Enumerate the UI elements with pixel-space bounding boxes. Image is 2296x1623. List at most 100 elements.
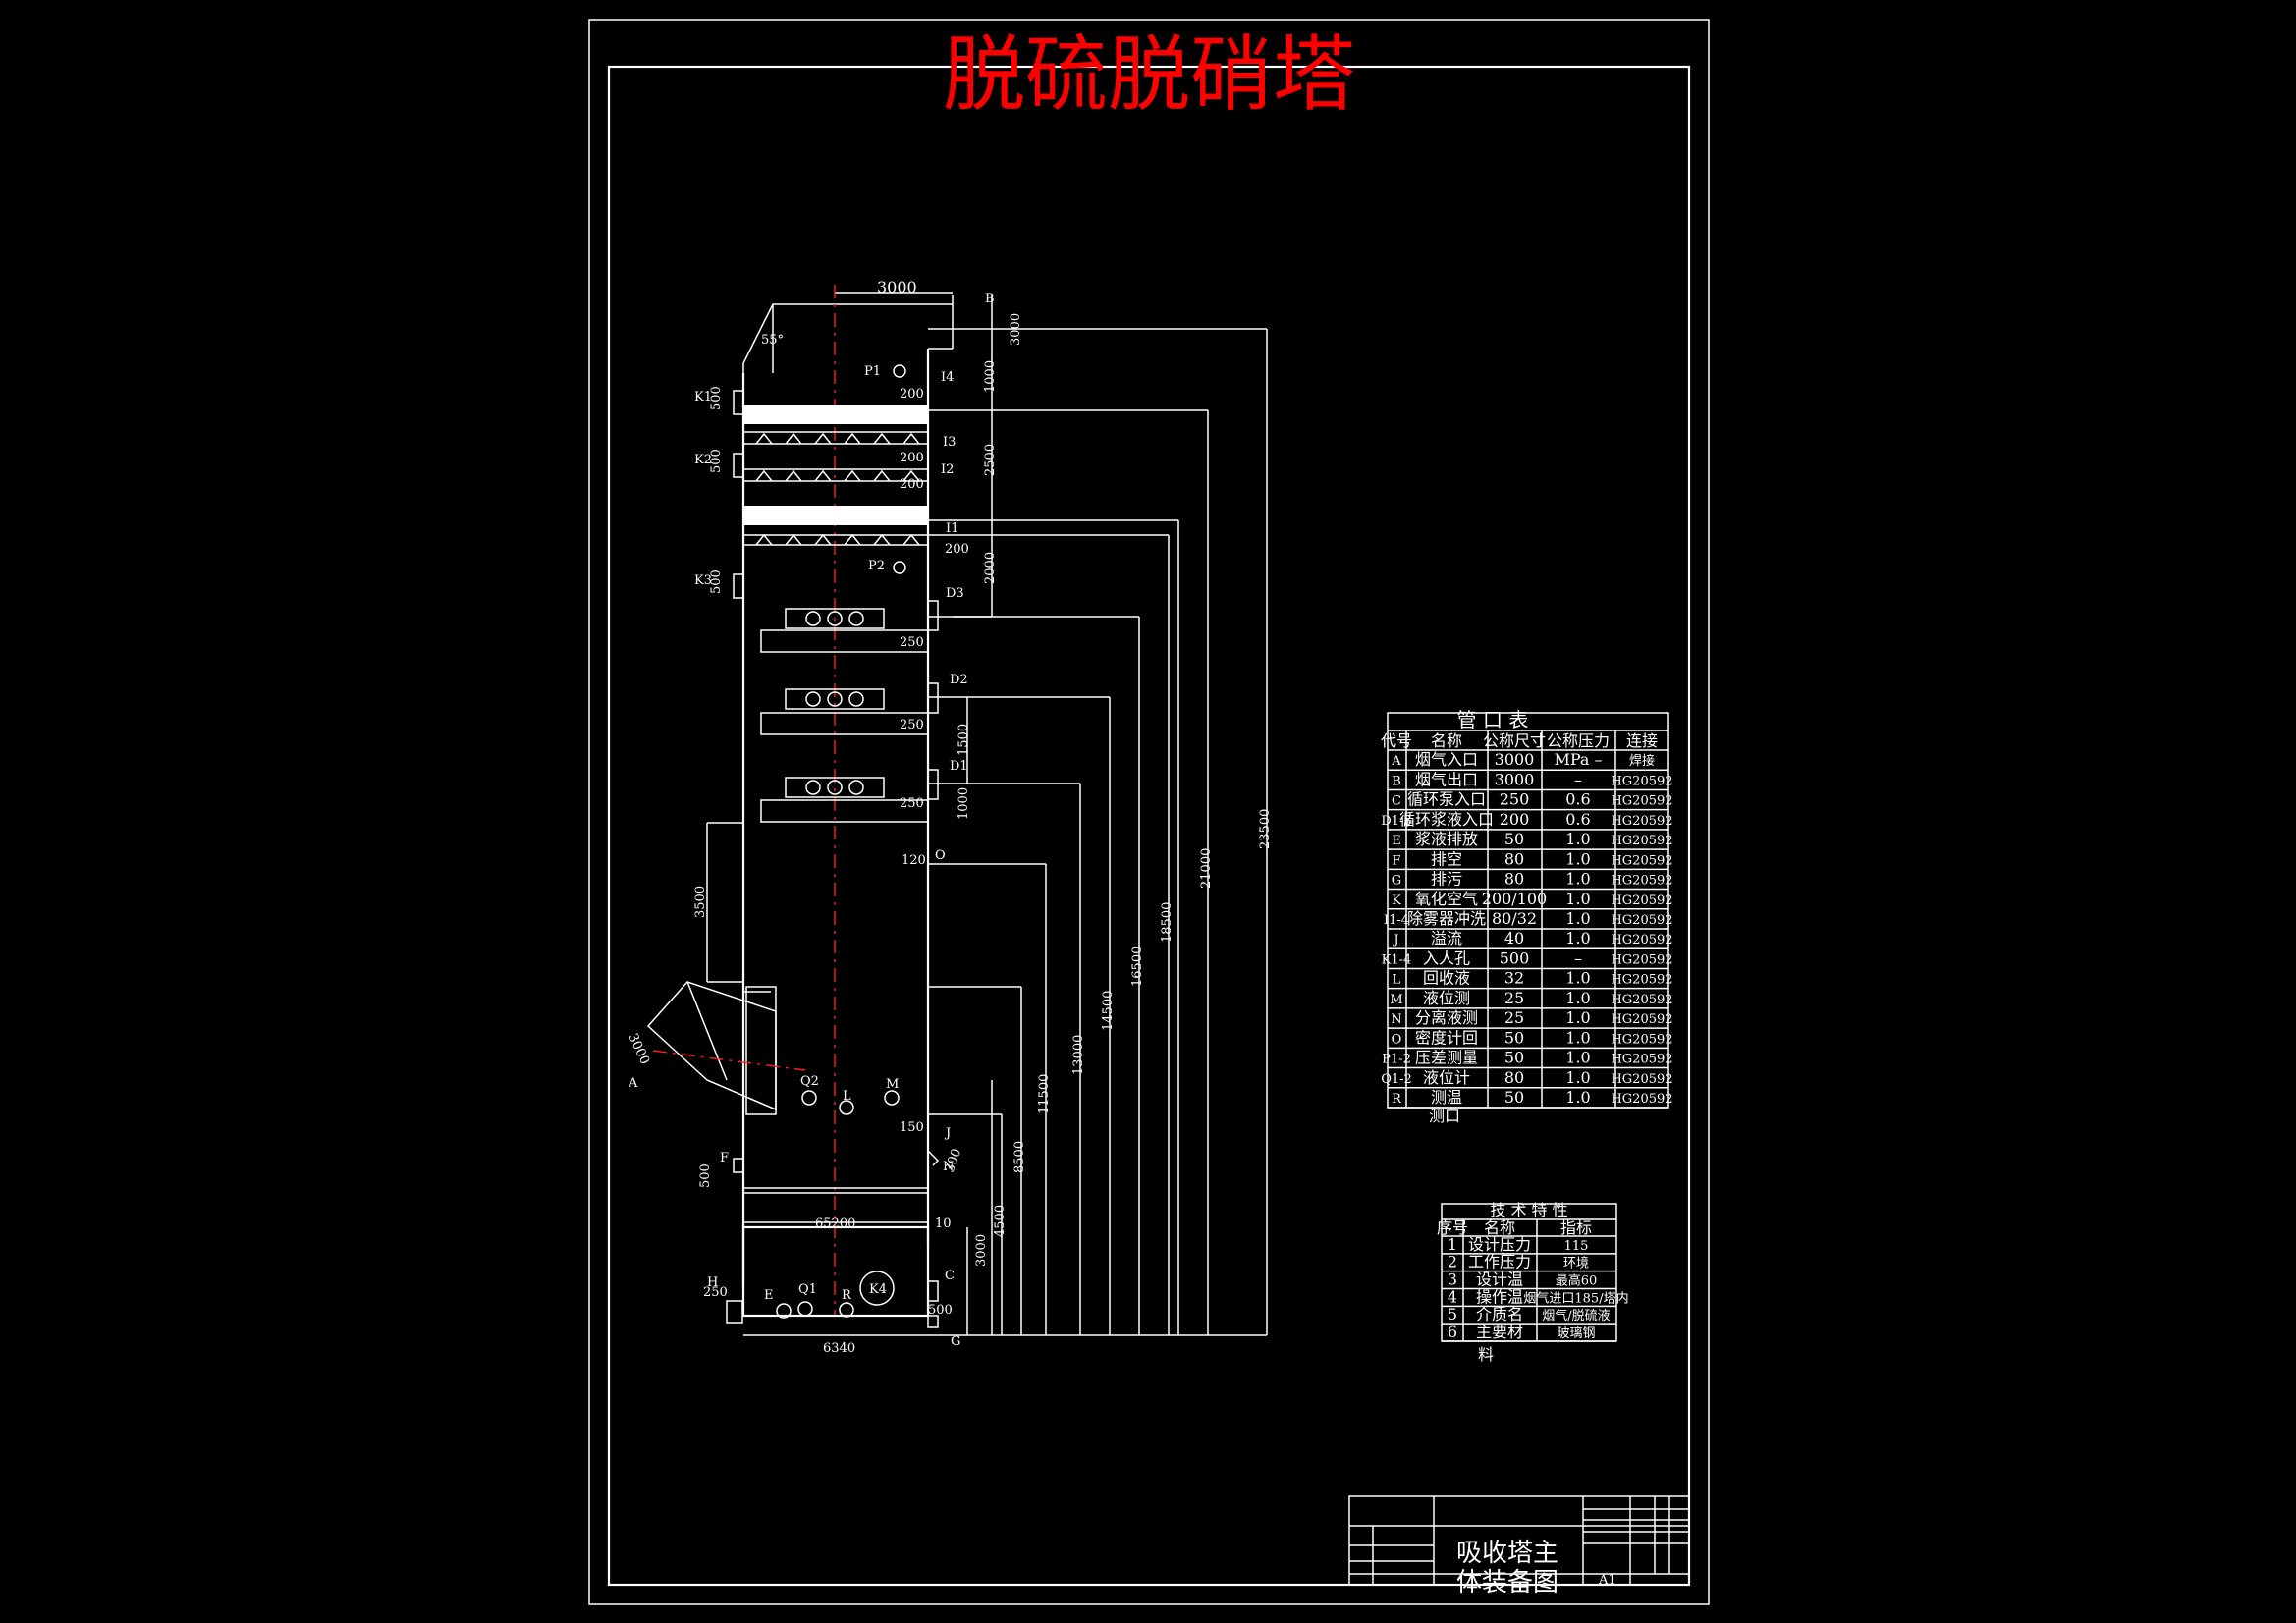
svg-text:K2: K2 — [694, 453, 712, 467]
svg-text:8500: 8500 — [1012, 1141, 1027, 1173]
nozzle-table-cell: B — [1392, 774, 1401, 788]
svg-text:D1: D1 — [950, 759, 968, 774]
svg-text:23500: 23500 — [1258, 809, 1273, 849]
tech-table-cell: 工作压力 — [1468, 1253, 1531, 1271]
tech-table-cell: 2 — [1448, 1253, 1457, 1271]
nozzle-table-cell: 1.0 — [1565, 989, 1590, 1007]
nozzle-table-cell: 烟气出口 — [1415, 770, 1478, 788]
drawing-main-title: 脱硫脱硝塔 — [943, 27, 1355, 123]
svg-text:4500: 4500 — [993, 1205, 1008, 1237]
tech-table-header-1: 名称 — [1484, 1218, 1515, 1237]
nozzle-table-cell: 1.0 — [1565, 1068, 1590, 1087]
nozzle-table-cell: 回收液 — [1423, 969, 1470, 988]
nozzle-table-cell: C — [1392, 794, 1401, 809]
svg-text:6340: 6340 — [823, 1341, 855, 1356]
nozzle-table-cell: 80 — [1504, 870, 1524, 889]
tech-table-cell: 5 — [1448, 1305, 1457, 1324]
nozzle-table-cell: 排污 — [1431, 870, 1462, 889]
nozzle-table-header-0: 代号 — [1381, 731, 1412, 750]
nozzle-table-header-1: 名称 — [1431, 731, 1462, 750]
tech-table-cell: 4 — [1448, 1287, 1457, 1306]
svg-text:O: O — [935, 848, 946, 863]
nozzle-table-cell: HG20592 — [1611, 834, 1672, 848]
nozzle-table-cell: 排空 — [1431, 849, 1462, 868]
nozzle-table-cell: 焊接 — [1629, 753, 1655, 769]
nozzle-table-cell: 50 — [1504, 830, 1524, 848]
svg-text:K1: K1 — [694, 390, 712, 405]
nozzle-table-cell: 液位计 — [1423, 1068, 1470, 1087]
nozzle-table-caption: 管 口 表 — [1457, 708, 1529, 731]
nozzle-table-cell: 80/32 — [1492, 909, 1537, 928]
sheet-size: A1 — [1598, 1573, 1616, 1588]
nozzle-table-cell: HG20592 — [1611, 952, 1672, 967]
tech-table-header-2: 指标 — [1560, 1218, 1592, 1237]
nozzle-table-cell: 密度计回 — [1415, 1028, 1478, 1047]
svg-text:1000: 1000 — [983, 360, 998, 393]
nozzle-table-cell: 液位测 — [1423, 989, 1470, 1007]
svg-text:K4: K4 — [869, 1282, 887, 1297]
nozzle-table-cell: 1.0 — [1565, 849, 1590, 868]
nozzle-table-cell: 1.0 — [1565, 870, 1590, 889]
nozzle-table-cell: 25 — [1504, 1008, 1524, 1027]
svg-text:C: C — [945, 1269, 955, 1283]
tech-table-cell: 操作温 — [1476, 1287, 1523, 1306]
nozzle-table-cell: 32 — [1504, 969, 1524, 988]
svg-text:A: A — [628, 1076, 638, 1091]
nozzle-table-cell: HG20592 — [1611, 853, 1672, 868]
sheet-outer-border — [588, 19, 1710, 1605]
nozzle-table-header-2: 公称尺寸 — [1483, 731, 1546, 750]
nozzle-table-cell: 250 — [1500, 790, 1530, 809]
nozzle-table-cell: K — [1392, 893, 1401, 908]
nozzle-table-cell: HG20592 — [1611, 1032, 1672, 1047]
drawing-name-line1: 吸收塔主 — [1456, 1539, 1558, 1568]
svg-text:3000: 3000 — [1009, 313, 1023, 346]
nozzle-table-cell: HG20592 — [1611, 1053, 1672, 1067]
tech-table-cell: 最高60 — [1556, 1273, 1598, 1289]
nozzle-table-cell: MPa – — [1554, 750, 1602, 769]
svg-text:250: 250 — [703, 1285, 728, 1300]
nozzle-table-cell: 50 — [1504, 1088, 1524, 1107]
svg-text:Q2: Q2 — [800, 1074, 819, 1089]
nozzle-table-cell: HG20592 — [1611, 1012, 1672, 1027]
nozzle-table-cell: – — [1574, 770, 1582, 788]
svg-text:2500: 2500 — [983, 444, 998, 476]
svg-text:1500: 1500 — [957, 724, 971, 756]
nozzle-table-cell: 1.0 — [1565, 1088, 1590, 1107]
svg-text:L: L — [843, 1089, 851, 1104]
tech-table-cell: 烟气进口185/塔内 — [1523, 1290, 1628, 1306]
svg-text:M: M — [886, 1077, 899, 1092]
nozzle-table-cell: 1.0 — [1565, 890, 1590, 908]
nozzle-table-cell: HG20592 — [1611, 1072, 1672, 1087]
svg-text:D3: D3 — [946, 586, 964, 601]
tech-table-caption: 技 术 特 性 — [1490, 1201, 1567, 1219]
svg-text:150: 150 — [900, 1120, 924, 1135]
nozzle-table-cell: P1-2 — [1382, 1053, 1411, 1067]
tech-table-cell: 115 — [1564, 1239, 1589, 1254]
nozzle-table-cell: F — [1392, 853, 1400, 868]
nozzle-table-cell: HG20592 — [1611, 774, 1672, 788]
tech-table-extra: 料 — [1478, 1345, 1494, 1364]
nozzle-table-cell: HG20592 — [1611, 874, 1672, 889]
nozzle-table-cell: HG20592 — [1611, 933, 1672, 947]
nozzle-table-cell: HG20592 — [1611, 893, 1672, 908]
nozzle-table-cell: M — [1390, 993, 1402, 1007]
nozzle-table-cell: O — [1392, 1032, 1402, 1047]
nozzle-table-cell: 500 — [1500, 948, 1530, 967]
nozzle-table-cell: 1.0 — [1565, 909, 1590, 928]
svg-text:1000: 1000 — [957, 787, 971, 820]
tech-table-cell: 玻璃钢 — [1557, 1326, 1595, 1341]
nozzle-table-cell: 压差测量 — [1415, 1049, 1478, 1067]
nozzle-table-cell: 1.0 — [1565, 1028, 1590, 1047]
svg-text:3000: 3000 — [974, 1234, 989, 1267]
svg-text:200: 200 — [900, 451, 924, 465]
nozzle-table-cell: 80 — [1504, 849, 1524, 868]
nozzle-table-cell: 循环浆液入口 — [1399, 810, 1494, 829]
tech-table-cell: 3 — [1448, 1271, 1457, 1289]
nozzle-table-cell: 烟气入口 — [1415, 750, 1478, 769]
svg-text:200: 200 — [945, 542, 969, 557]
nozzle-table-cell: 分离液测 — [1415, 1008, 1478, 1027]
nozzle-table-cell: J — [1392, 933, 1398, 947]
svg-text:F: F — [720, 1151, 729, 1165]
nozzle-table-cell: Q1-2 — [1381, 1072, 1412, 1087]
svg-text:250: 250 — [900, 718, 924, 732]
